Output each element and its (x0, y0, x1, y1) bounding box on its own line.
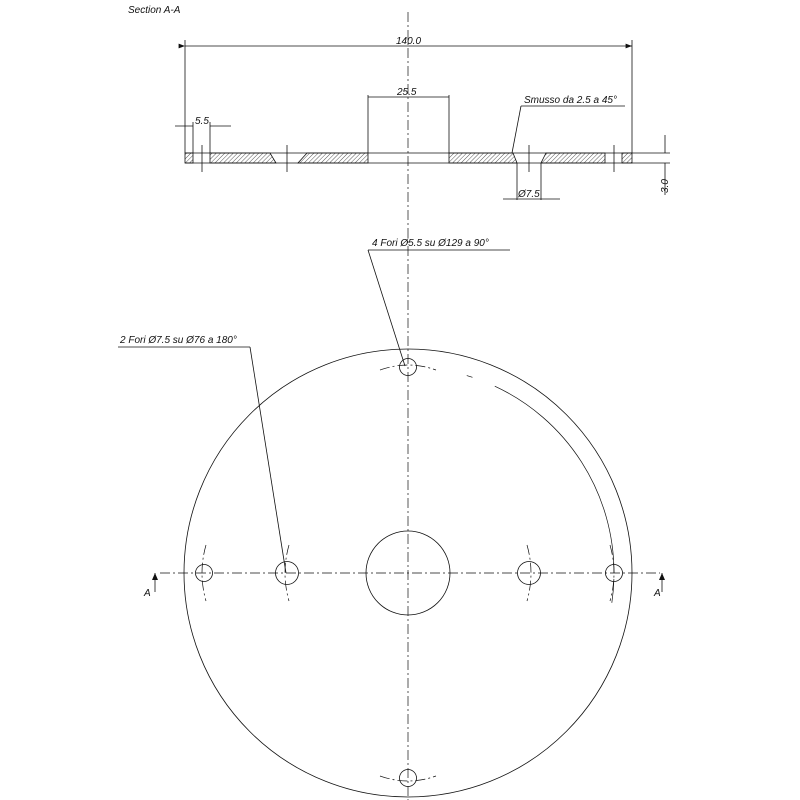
svg-text:Smusso da 2.5 a 45°: Smusso da 2.5 a 45° (524, 95, 617, 106)
edge-hole-top (399, 358, 417, 376)
section-marker-right: A (653, 573, 665, 599)
chamfer-hole-dimension: Ø7.5 (503, 163, 560, 200)
svg-text:2 Fori Ø7.5 su Ø76 a 180°: 2 Fori Ø7.5 su Ø76 a 180° (119, 335, 237, 346)
plan-view (160, 348, 660, 798)
svg-text:140.0: 140.0 (396, 36, 421, 47)
section-title: Section A-A (128, 5, 181, 16)
edge-hole-bottom (399, 769, 417, 787)
svg-text:Ø7.5: Ø7.5 (517, 189, 540, 200)
svg-text:A: A (143, 588, 151, 599)
two-holes-note: 2 Fori Ø7.5 su Ø76 a 180° (118, 335, 287, 574)
edge-hole-left (195, 564, 213, 582)
chamfer-note: Smusso da 2.5 a 45° (511, 95, 625, 154)
thickness-dimension: 3.0 (660, 135, 671, 195)
svg-text:25.5: 25.5 (396, 87, 417, 98)
section-profile (184, 145, 670, 172)
four-holes-note: 4 Fori Ø5.5 su Ø129 a 90° (367, 238, 510, 367)
section-marker-left: A (143, 573, 158, 599)
center-bore-dimension: 25.5 (367, 87, 450, 153)
svg-text:3.0: 3.0 (660, 179, 671, 193)
svg-text:A: A (653, 588, 661, 599)
overall-width-dimension: 140.0 (178, 36, 633, 153)
edge-hole-dimension: 5.5 (175, 116, 231, 153)
svg-text:4 Fori Ø5.5 su Ø129 a 90°: 4 Fori Ø5.5 su Ø129 a 90° (372, 238, 489, 249)
svg-text:5.5: 5.5 (195, 116, 209, 127)
